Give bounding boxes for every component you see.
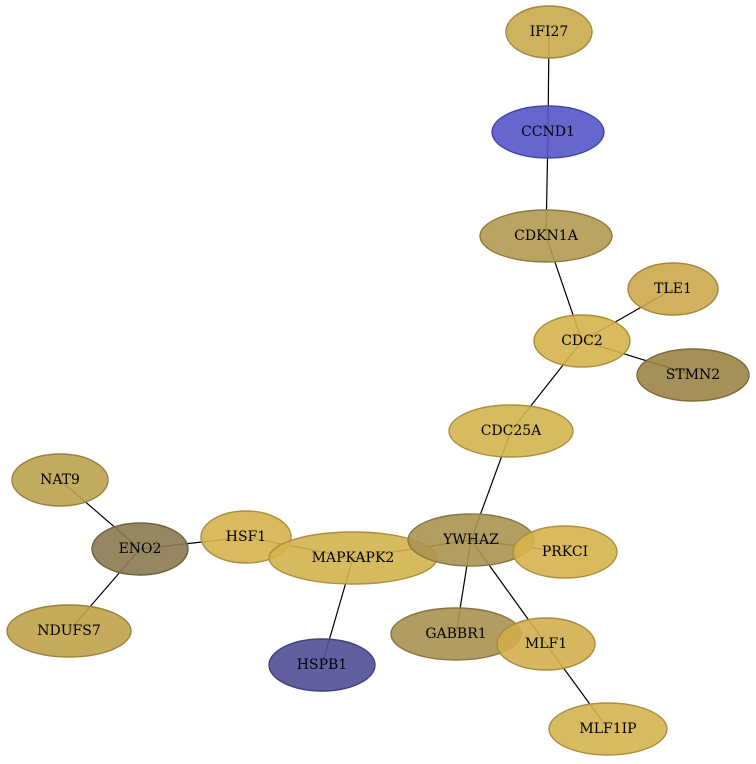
node-label: PRKCI: [542, 544, 588, 560]
node-ellipse: [479, 209, 613, 263]
node-ellipse: [496, 617, 596, 671]
node-ccnd1[interactable]: CCND1: [491, 105, 605, 159]
node-gabbr1[interactable]: GABBR1: [390, 607, 522, 661]
node-ellipse: [11, 453, 109, 507]
node-label: STMN2: [666, 367, 720, 383]
node-ellipse: [91, 522, 189, 576]
node-label: MLF1: [525, 636, 567, 652]
node-ellipse: [505, 5, 593, 59]
node-cdc25a[interactable]: CDC25A: [448, 404, 574, 458]
node-label: MLF1IP: [579, 721, 636, 737]
node-ellipse: [448, 404, 574, 458]
node-label: CCND1: [521, 124, 575, 140]
node-eno2[interactable]: ENO2: [91, 522, 189, 576]
node-ellipse: [512, 525, 618, 579]
node-label: HSF1: [226, 529, 266, 545]
node-label: ENO2: [119, 541, 162, 557]
node-hspb1[interactable]: HSPB1: [268, 638, 376, 692]
node-ellipse: [627, 262, 719, 316]
node-stmn2[interactable]: STMN2: [636, 348, 750, 402]
node-ywhaz[interactable]: YWHAZ: [407, 513, 535, 567]
node-hsf1[interactable]: HSF1: [200, 510, 292, 564]
node-ellipse: [200, 510, 292, 564]
node-label: MAPKAPK2: [312, 550, 395, 566]
node-label: CDKN1A: [514, 228, 579, 244]
node-tle1[interactable]: TLE1: [627, 262, 719, 316]
node-label: NDUFS7: [37, 623, 101, 639]
node-label: GABBR1: [425, 626, 486, 642]
node-ellipse: [268, 638, 376, 692]
node-label: YWHAZ: [442, 532, 499, 548]
node-cdkn1a[interactable]: CDKN1A: [479, 209, 613, 263]
node-mapkapk2[interactable]: MAPKAPK2: [268, 531, 438, 585]
node-label: HSPB1: [297, 657, 347, 673]
node-label: IFI27: [530, 24, 569, 40]
node-prkci[interactable]: PRKCI: [512, 525, 618, 579]
node-mlf1[interactable]: MLF1: [496, 617, 596, 671]
node-ellipse: [636, 348, 750, 402]
node-ellipse: [548, 702, 668, 756]
node-label: CDC2: [561, 333, 603, 349]
node-ndufs7[interactable]: NDUFS7: [6, 604, 132, 658]
node-label: NAT9: [40, 472, 80, 488]
node-label: CDC25A: [481, 423, 542, 439]
node-cdc2[interactable]: CDC2: [533, 314, 631, 368]
node-label: TLE1: [654, 281, 692, 297]
node-ellipse: [6, 604, 132, 658]
node-mlf1ip[interactable]: MLF1IP: [548, 702, 668, 756]
node-ellipse: [533, 314, 631, 368]
node-ellipse: [491, 105, 605, 159]
node-nat9[interactable]: NAT9: [11, 453, 109, 507]
node-ifi27[interactable]: IFI27: [505, 5, 593, 59]
